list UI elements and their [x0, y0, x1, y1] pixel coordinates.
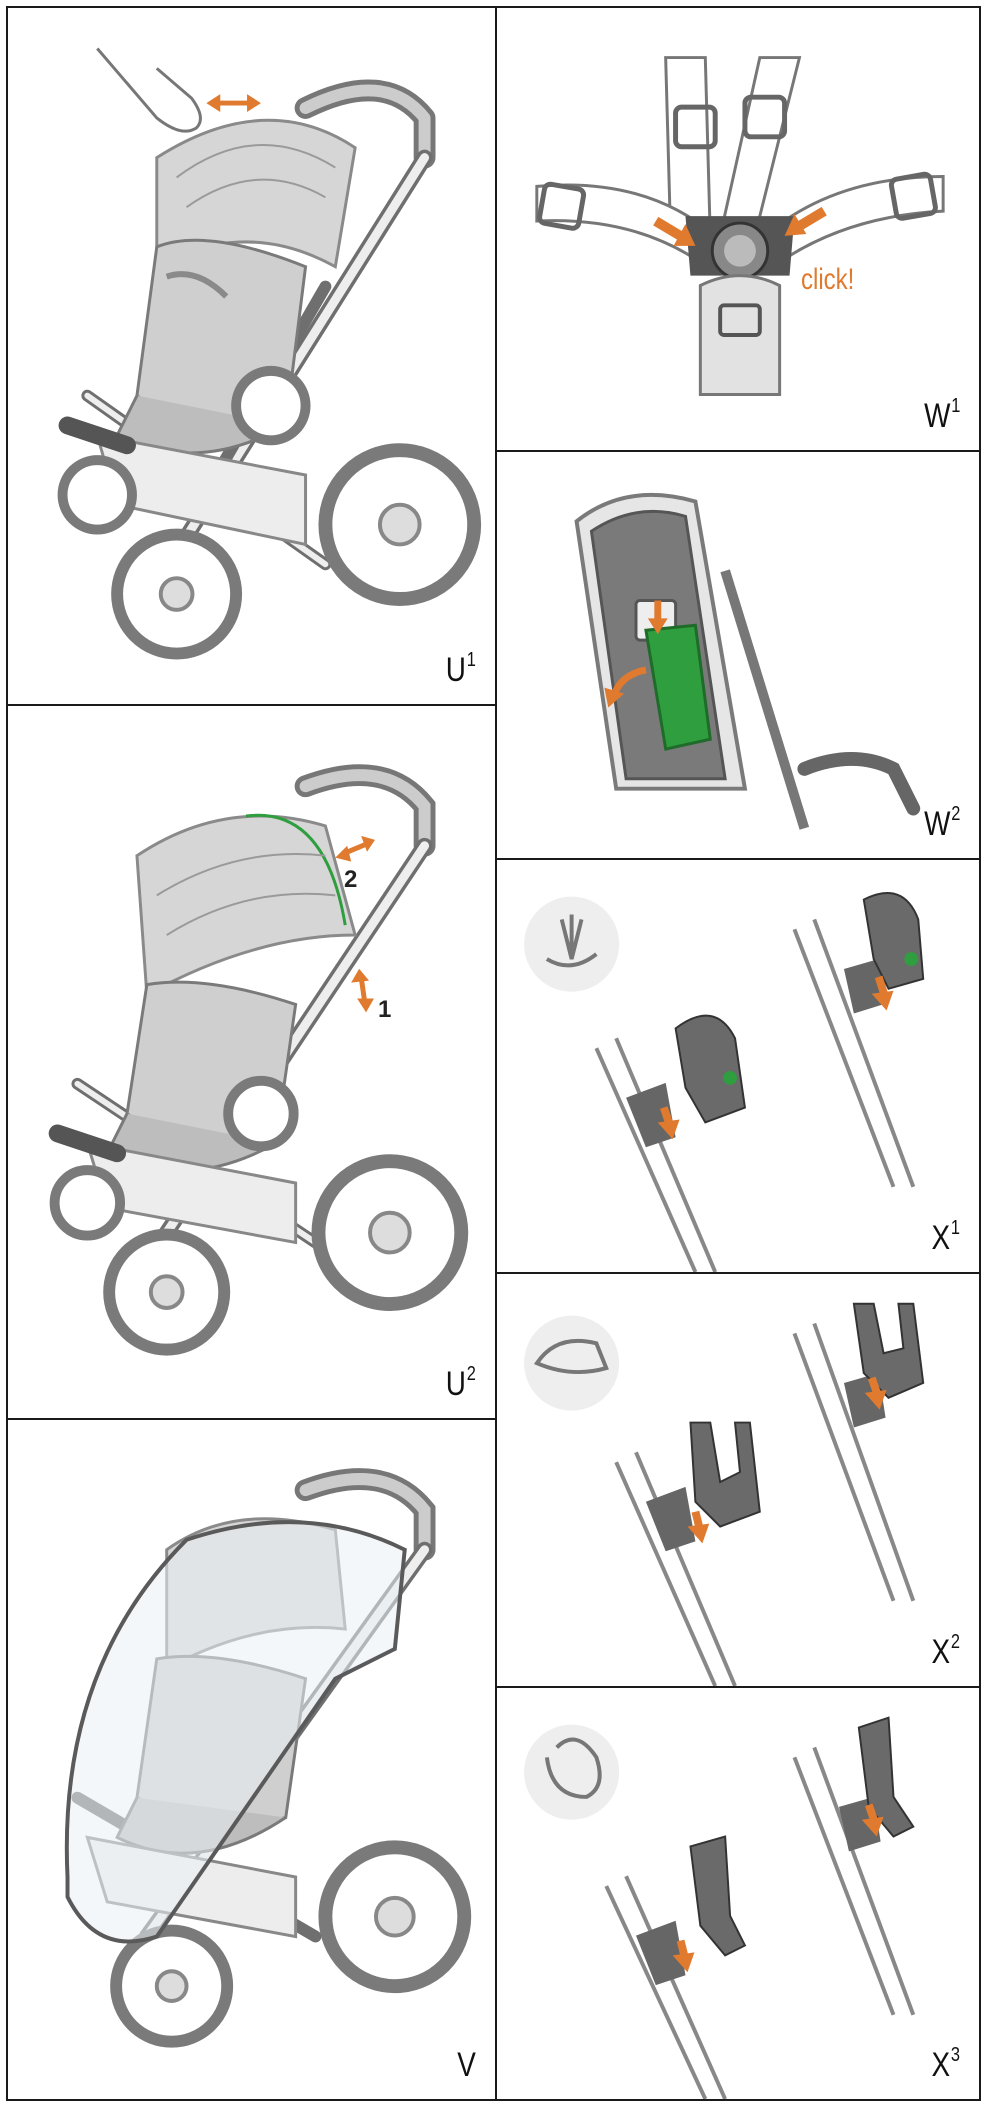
- wheel-icon: [318, 443, 482, 606]
- adapter-icon: [626, 892, 925, 1148]
- seat-symbol-icon: [524, 896, 620, 992]
- panel-w1: click! W1: [495, 6, 981, 452]
- panel-label-x3: X3: [931, 2044, 961, 2084]
- panel-x1: X1: [495, 858, 981, 1274]
- panel-label-w1: W1: [923, 395, 961, 435]
- release-arrow-icon: [604, 600, 668, 708]
- arrow-icon: [653, 206, 827, 246]
- step-arrow-icon: [351, 968, 374, 1013]
- panel-label-v: V: [457, 2046, 477, 2084]
- stroller-raincover-illustration: [64, 1468, 472, 2048]
- arrow-down-icon: [657, 975, 894, 1140]
- label-tag-icon: [644, 623, 712, 751]
- step-number-1: 1: [378, 996, 392, 1023]
- arrow-down-icon: [687, 1376, 887, 1544]
- panel-label-x2: X2: [931, 1631, 961, 1671]
- panel-v: V: [6, 1418, 497, 2101]
- raincover-icon: [64, 1520, 407, 1944]
- panel-u1: U1: [6, 6, 497, 706]
- adapter-x1-illustration: [524, 892, 925, 1272]
- panel-label-x1: X1: [931, 1217, 961, 1257]
- stroller-u1-illustration: [57, 47, 482, 660]
- adapter-icon: [635, 1716, 915, 1986]
- panel-w2: W2: [495, 450, 981, 860]
- adapter-x2-illustration: [524, 1302, 925, 1686]
- harness-buckle-illustration: [535, 56, 945, 396]
- panel-label-u1: U1: [446, 649, 477, 689]
- panel-u2: 2 1 U2: [6, 704, 497, 1420]
- double-arrow-icon: [206, 94, 261, 113]
- panel-x2: X2: [495, 1272, 981, 1688]
- double-arrow-icon: [335, 835, 375, 862]
- panel-x3: X3: [495, 1686, 981, 2101]
- buckle-icon: [685, 216, 795, 281]
- adapter-icon: [645, 1302, 925, 1552]
- arrow-down-icon: [672, 1803, 884, 1973]
- step-number-2: 2: [344, 866, 358, 893]
- panel-label-w2: W2: [923, 803, 961, 843]
- seat-back-label-illustration: [574, 492, 921, 830]
- click-note: click!: [801, 263, 855, 296]
- hand-icon: [96, 47, 202, 133]
- car-seat-symbol-icon: [524, 1724, 620, 1820]
- panel-label-u2: U2: [446, 1363, 477, 1403]
- carrycot-symbol-icon: [524, 1315, 620, 1411]
- adapter-x3-illustration: [524, 1716, 916, 2099]
- stroller-u2-illustration: [48, 764, 469, 1356]
